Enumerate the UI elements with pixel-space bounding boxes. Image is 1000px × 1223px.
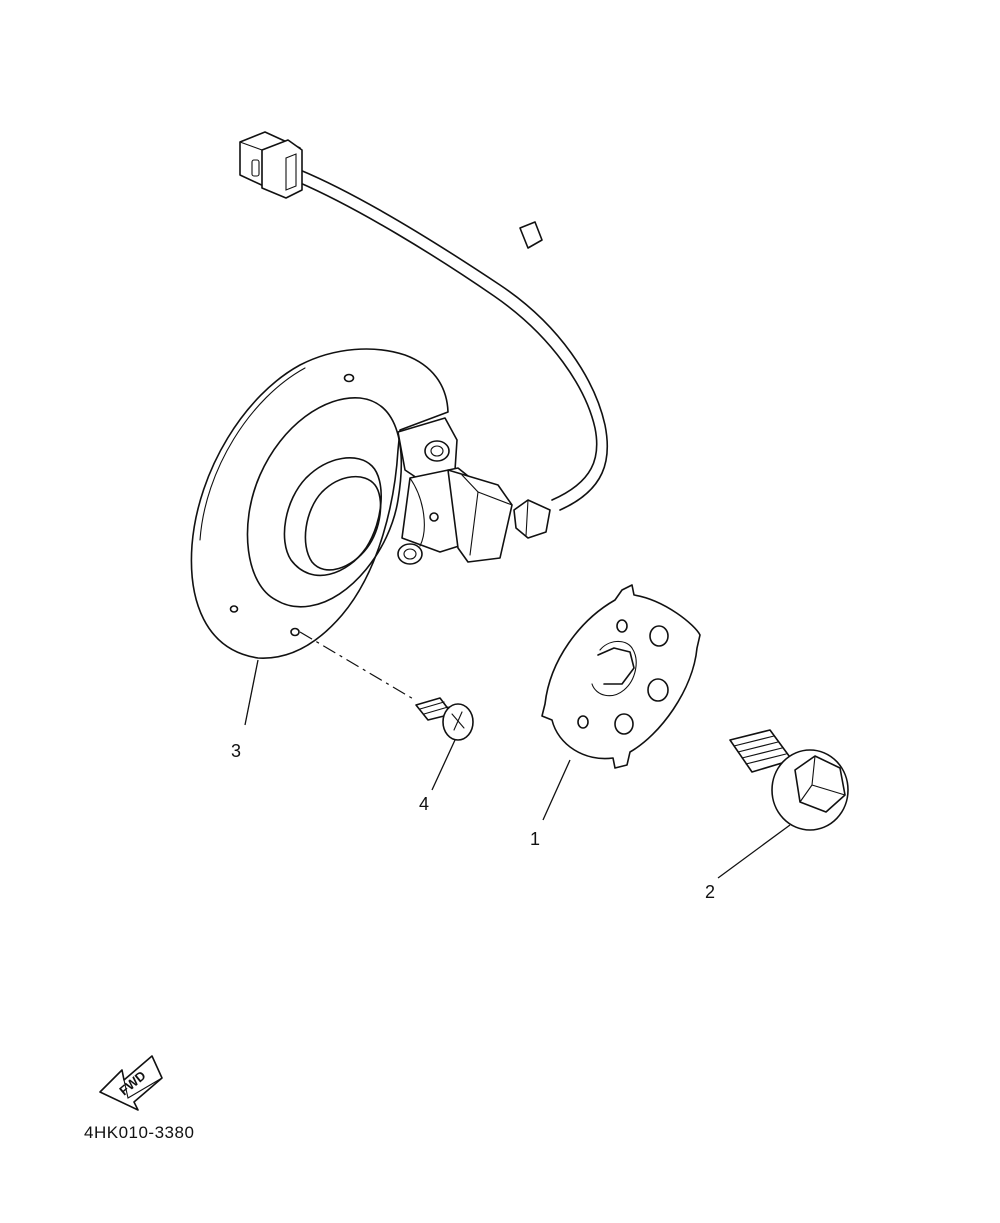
part-1-rotor-plate [541, 584, 701, 769]
part-2-flange-bolt [729, 729, 849, 831]
diagram-code: 4HK010-3380 [84, 1123, 194, 1142]
forward-arrow-icon: FWD [99, 1055, 163, 1111]
wire-connector [239, 131, 303, 199]
mounting-hole [290, 627, 300, 637]
callout-1: 1 [530, 829, 540, 849]
callout-4: 4 [419, 794, 429, 814]
part-3-pickup-coil-assembly [190, 131, 609, 659]
wire-harness [299, 169, 609, 511]
base-plate [190, 348, 449, 659]
bracket-screw [424, 440, 450, 462]
callout-2: 2 [705, 882, 715, 902]
mounting-hole [343, 373, 355, 383]
part-4-screw [299, 631, 474, 741]
mounting-hole [229, 605, 239, 613]
callout-3: 3 [231, 741, 241, 761]
bracket-screw [397, 543, 423, 565]
